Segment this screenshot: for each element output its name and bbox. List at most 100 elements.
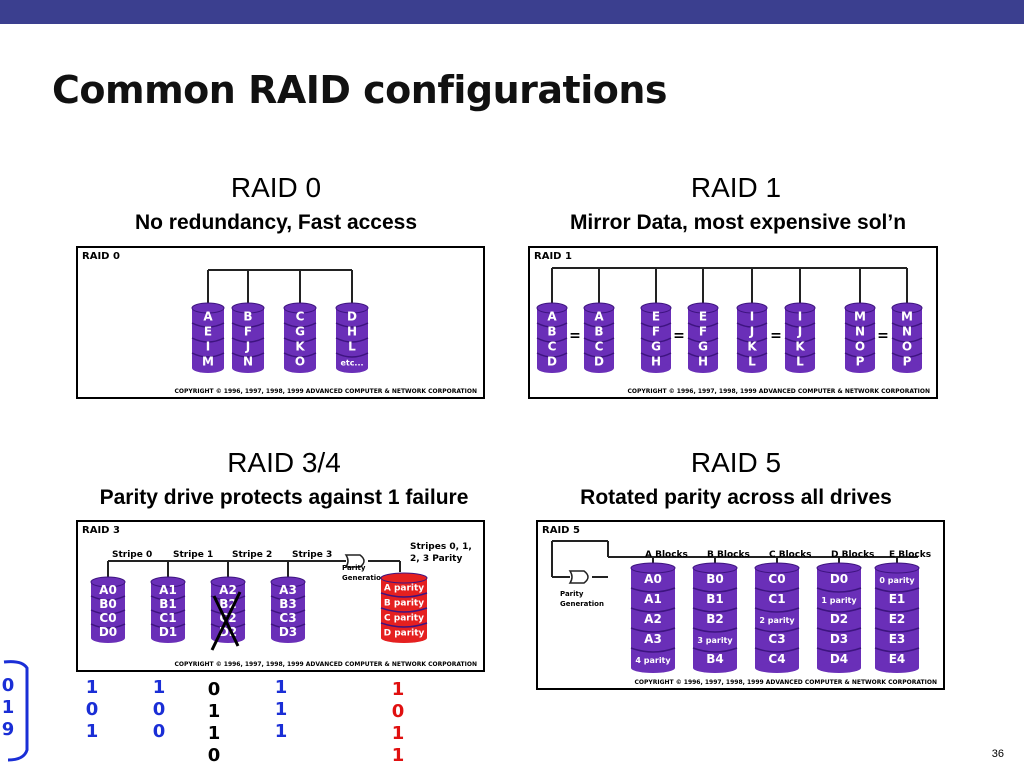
raid1-disk-ring: [891, 322, 923, 328]
raid5-disk-ring: [754, 627, 800, 633]
raid1-disk-label: E: [652, 310, 660, 324]
raid0-disk-ring: [335, 337, 369, 343]
raid5-disk-label: E1: [889, 592, 906, 606]
page-number: 36: [991, 748, 1004, 760]
raid5-disk-top: [630, 562, 676, 574]
raid3-panel-label: RAID 3: [82, 525, 120, 536]
raid3-disk-ring: [150, 623, 186, 629]
raid1-disk-label: K: [795, 340, 805, 354]
raid5-disk-ring: [816, 627, 862, 633]
raid1-disk-label: L: [748, 355, 756, 369]
raid1-disk-label: O: [855, 340, 865, 354]
raid0-disk-label: A: [203, 310, 213, 324]
raid0-disk-bottom: [232, 363, 264, 373]
raid0-disk-bottom: [336, 363, 368, 373]
raid5-disk-ring: [754, 607, 800, 613]
ink-digit: 1: [86, 677, 99, 698]
raid0-disk-label: K: [295, 340, 305, 354]
raid3-parity-gen-label: Parity: [342, 564, 366, 572]
raid5-disk-label: 1 parity: [821, 596, 857, 605]
raid3-parity-disk-label: A parity: [384, 584, 424, 594]
ink-bracket: [3, 660, 29, 762]
raid5-disk-ring: [692, 627, 738, 633]
raid1-disk-body: [892, 308, 922, 368]
raid5-disk-label: A1: [644, 592, 662, 606]
raid0-disk-ring: [283, 322, 317, 328]
ink-digit: 0: [86, 699, 99, 720]
raid1-disk-bottom: [641, 363, 671, 373]
raid5-disk-ring: [874, 647, 920, 653]
raid3-stripe-label: Stripe 2: [232, 550, 272, 560]
raid1-disk-ring: [640, 352, 672, 358]
raid5-disk-bottom: [755, 663, 799, 673]
raid5-parity-gate: [568, 570, 589, 584]
raid5-disk-label: A2: [644, 612, 662, 626]
raid0-disk-body: [336, 308, 368, 368]
raid3-parity-disk-ring: [380, 607, 428, 613]
raid5-title: RAID 5: [690, 447, 782, 478]
raid0-disk-label: G: [295, 325, 305, 339]
raid1-disk-ring: [640, 322, 672, 328]
raid1-disk-top: [736, 302, 768, 314]
ink-digit: 0: [2, 675, 15, 696]
raid3-disk-label: B0: [99, 597, 117, 611]
raid3-parity-disk-top: [380, 572, 428, 584]
raid0-disk-top: [231, 302, 265, 314]
raid1-disk-label: C: [548, 340, 557, 354]
raid3-disk-label: A2: [219, 583, 237, 597]
raid5-disk-label: 0 parity: [879, 576, 915, 585]
raid5-disk-ring: [692, 607, 738, 613]
raid5-disk-label: 4 parity: [635, 656, 671, 665]
raid1-disk-ring: [784, 352, 816, 358]
raid5-disk-label: 2 parity: [759, 616, 795, 625]
raid0-disk-ring: [283, 337, 317, 343]
raid1-equals-sign: =: [770, 328, 782, 344]
raid1-disk-label: G: [698, 340, 708, 354]
raid0-disk: DHLetc...: [335, 302, 369, 373]
raid0-disk-label: H: [347, 325, 357, 339]
raid3-parity-disk-ring: [380, 622, 428, 628]
ink-digit: 1: [2, 697, 15, 718]
raid0-svg: AEIMBFJNCGKODHLetc...: [191, 269, 369, 373]
raid0-disk-ring: [335, 352, 369, 358]
raid0-disk-ring: [191, 337, 225, 343]
raid5-disk-top: [874, 562, 920, 574]
raid0-disk-ring: [231, 337, 265, 343]
raid3-disk-ring: [150, 609, 186, 615]
ink-digit: 0: [208, 679, 221, 700]
raid1-disk-ring: [844, 322, 876, 328]
raid0-disk-label: J: [245, 340, 250, 354]
raid5-disk-label: D2: [830, 612, 848, 626]
raid1-disk-label: P: [903, 355, 912, 369]
raid1-disk-label: J: [749, 325, 754, 339]
raid3-subtitle: Parity drive protects against 1 failure: [99, 486, 469, 509]
raid3-disk-ring: [150, 595, 186, 601]
raid1-disk-label: C: [595, 340, 604, 354]
raid1-disk-ring: [736, 352, 768, 358]
raid1-disk-ring: [687, 337, 719, 343]
raid3-disk-top: [210, 576, 246, 588]
raid3-title: RAID 3/4: [227, 447, 341, 478]
raid5-parity-gen-label: Parity: [560, 590, 584, 598]
ink-digit: 0: [153, 699, 166, 720]
raid5-disk-label: A0: [644, 572, 662, 586]
raid0-disk-label: I: [206, 340, 210, 354]
raid5-disk-ring: [816, 647, 862, 653]
raid3-disk-top: [270, 576, 306, 588]
raid1-disk-label: B: [594, 325, 603, 339]
raid1-disk-label: N: [855, 325, 865, 339]
raid0-disk-label: N: [243, 355, 253, 369]
raid0-disk-label: C: [296, 310, 305, 324]
raid5-disk-ring: [816, 607, 862, 613]
raid5-disk-bottom: [631, 663, 675, 673]
raid5-blocks-label: E Blocks: [889, 550, 931, 560]
